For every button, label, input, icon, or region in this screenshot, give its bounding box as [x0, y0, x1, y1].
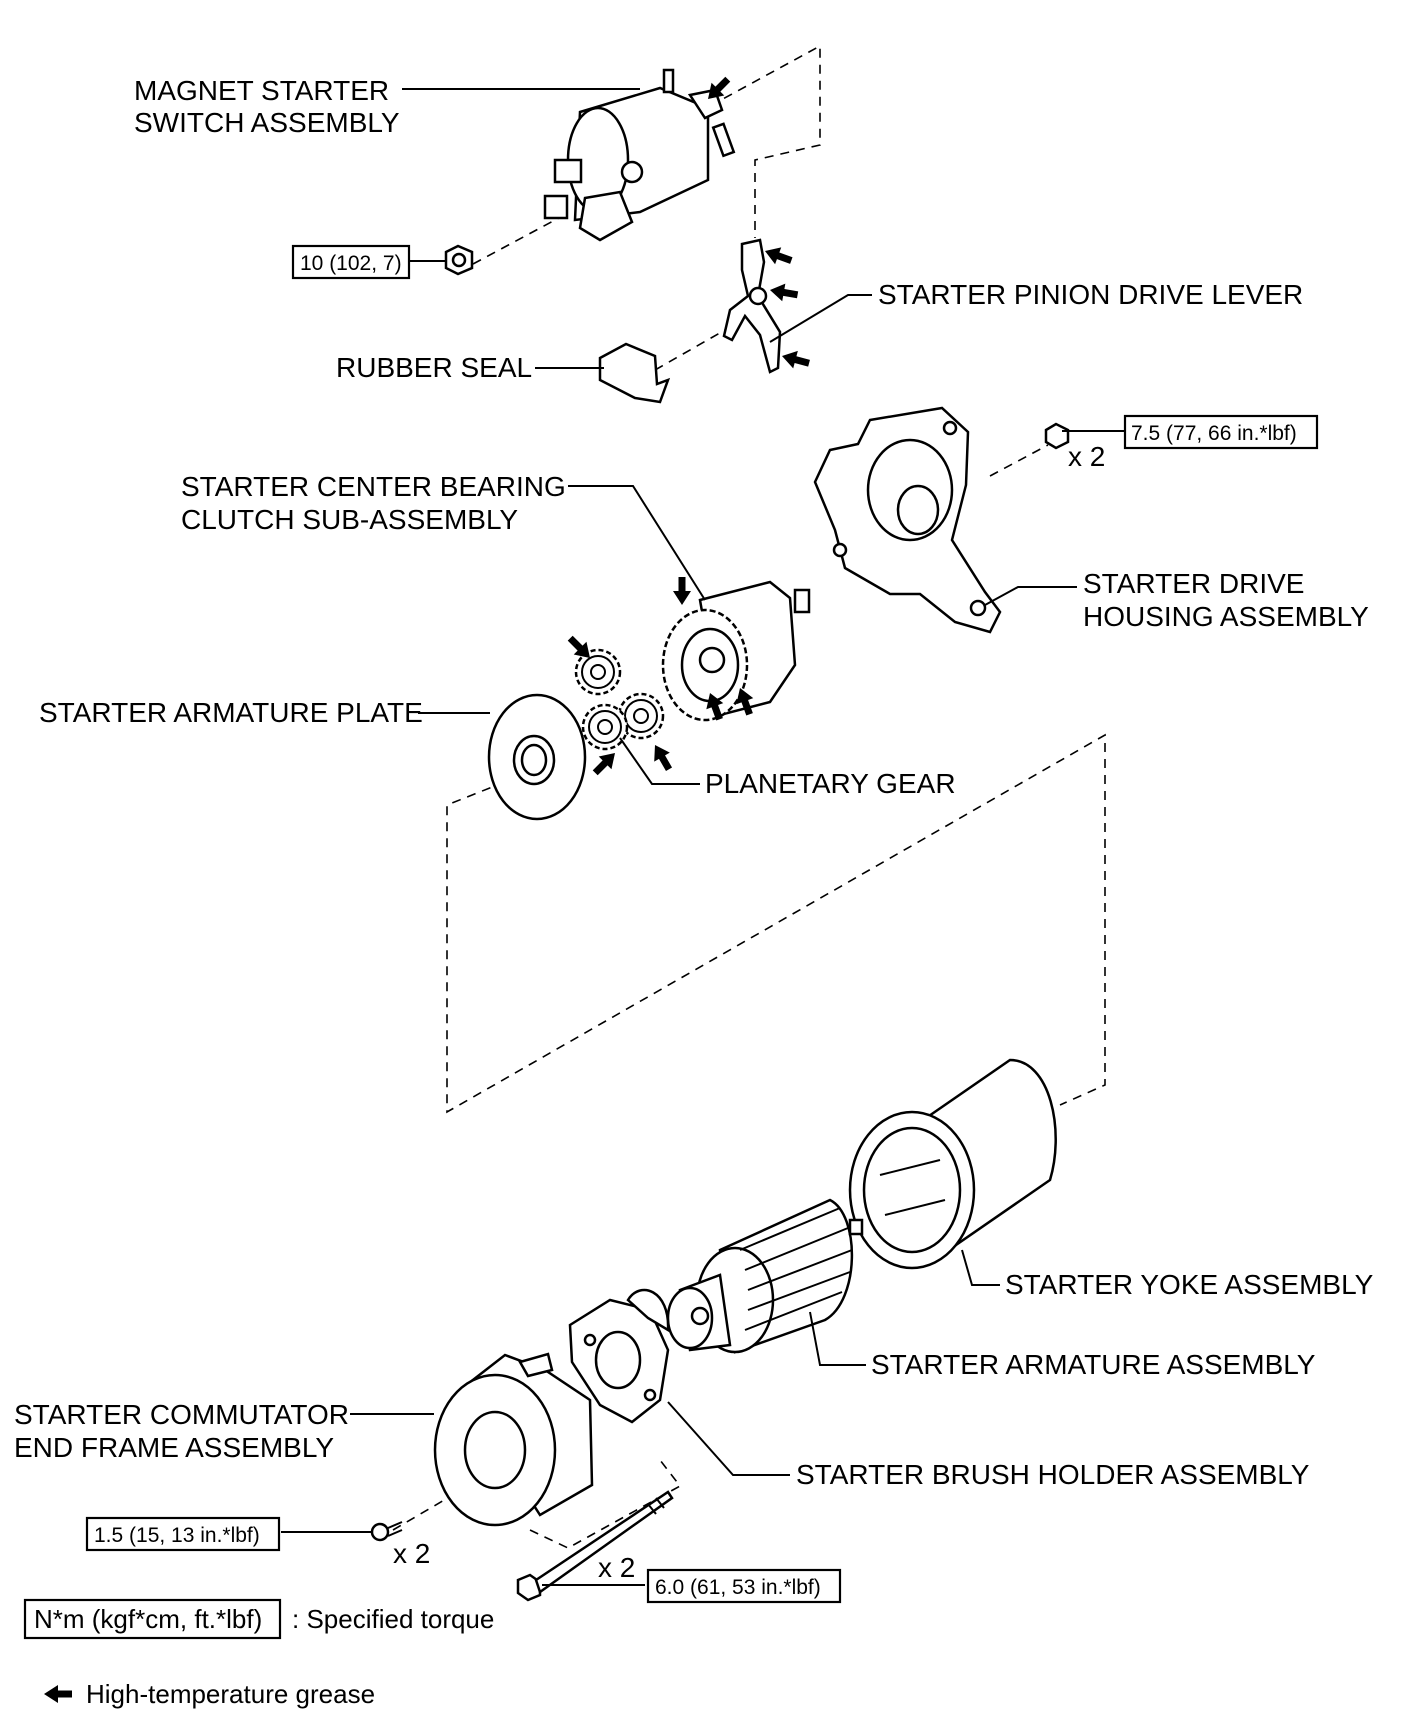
planetary-gear-parts	[574, 648, 665, 751]
label-center-bearing-1: STARTER CENTER BEARING	[181, 471, 566, 502]
label-planetary-gear: PLANETARY GEAR	[705, 768, 956, 799]
drive-housing-part	[813, 406, 1002, 634]
label-commutator-2: END FRAME ASSEMBLY	[14, 1432, 334, 1463]
pinion-drive-lever-part	[722, 238, 782, 374]
legend-grease-arrow-icon	[44, 1685, 72, 1703]
label-drive-housing-1: STARTER DRIVE	[1083, 568, 1304, 599]
legend-torque-desc: : Specified torque	[292, 1604, 494, 1634]
qty-housing-nut: x 2	[1068, 441, 1105, 472]
label-drive-housing-2: HOUSING ASSEMBLY	[1083, 601, 1369, 632]
through-bolt-part	[516, 1490, 674, 1602]
torque-box-end-frame-screw: 1.5 (15, 13 in.*lbf)	[85, 1516, 281, 1552]
label-magnet-switch-2: SWITCH ASSEMBLY	[134, 107, 400, 138]
label-commutator-1: STARTER COMMUTATOR	[14, 1399, 349, 1430]
legend-torque-unit: N*m (kgf*cm, ft.*lbf)	[34, 1604, 262, 1634]
torque-through-bolt: 6.0 (61, 53 in.*lbf)	[655, 1576, 821, 1599]
label-armature: STARTER ARMATURE ASSEMBLY	[871, 1349, 1316, 1380]
assembly-dashed-lines	[392, 44, 1106, 1549]
part-labels: MAGNET STARTER SWITCH ASSEMBLY STARTER P…	[14, 75, 1374, 1490]
label-armature-plate: STARTER ARMATURE PLATE	[39, 697, 423, 728]
magnet-nut-part	[444, 244, 474, 276]
torque-box-magnet-nut: 10 (102, 7)	[291, 244, 411, 280]
label-yoke: STARTER YOKE ASSEMBLY	[1005, 1269, 1374, 1300]
legend: N*m (kgf*cm, ft.*lbf) : Specified torque…	[23, 1598, 494, 1709]
torque-magnet-nut: 10 (102, 7)	[300, 252, 402, 275]
qty-through-bolt: x 2	[598, 1552, 635, 1583]
torque-end-frame-screw: 1.5 (15, 13 in.*lbf)	[94, 1524, 260, 1547]
torque-callouts: 10 (102, 7) 7.5 (77, 66 in.*lbf) x 2 1.5…	[85, 244, 1319, 1604]
legend-grease-desc: High-temperature grease	[86, 1679, 375, 1709]
yoke-part	[848, 1058, 1057, 1270]
legend-torque-box	[23, 1598, 282, 1640]
label-brush-holder: STARTER BRUSH HOLDER ASSEMBLY	[796, 1459, 1310, 1490]
label-pinion-drive-lever: STARTER PINION DRIVE LEVER	[878, 279, 1303, 310]
commutator-end-frame-part	[433, 1352, 594, 1527]
torque-box-housing-nut: 7.5 (77, 66 in.*lbf)	[1123, 414, 1319, 450]
leader-lines	[281, 88, 1125, 1586]
label-magnet-switch-1: MAGNET STARTER	[134, 75, 389, 106]
armature-part	[666, 1198, 864, 1354]
housing-nut-part	[1044, 422, 1070, 450]
magnet-starter-switch-part	[543, 68, 736, 242]
torque-box-through-bolt: 6.0 (61, 53 in.*lbf)	[646, 1568, 842, 1604]
rubber-seal-part	[598, 342, 671, 404]
label-center-bearing-2: CLUTCH SUB-ASSEMBLY	[181, 504, 518, 535]
armature-plate-part	[487, 693, 587, 821]
brush-holder-part	[568, 1288, 670, 1424]
center-bearing-clutch-part	[661, 580, 811, 722]
qty-end-frame-screw: x 2	[393, 1538, 430, 1569]
torque-housing-nut: 7.5 (77, 66 in.*lbf)	[1131, 422, 1297, 445]
label-rubber-seal: RUBBER SEAL	[336, 352, 532, 383]
